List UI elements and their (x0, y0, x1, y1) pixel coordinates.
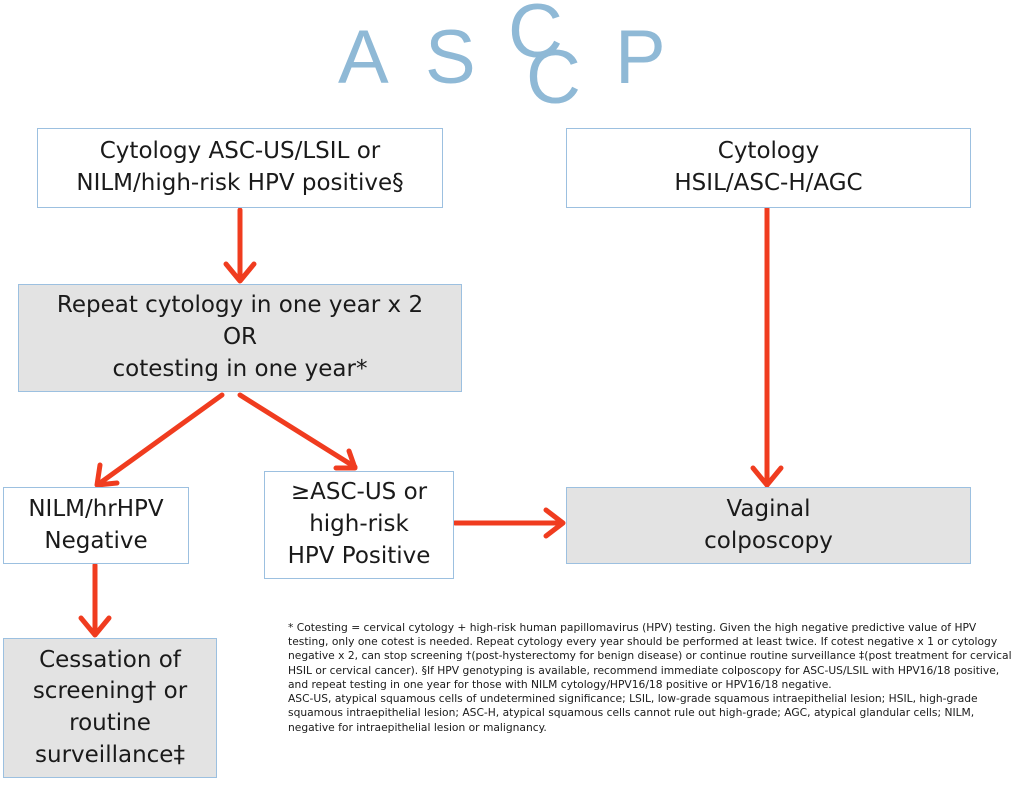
node-negative: NILM/hrHPV Negative (3, 487, 189, 564)
node-line: Cytology ASC-US/LSIL or (99, 138, 381, 165)
node-line: Cessation of (39, 646, 181, 673)
node-line: colposcopy (704, 527, 833, 554)
node-line: HSIL/ASC-H/AGC (674, 170, 863, 196)
node-cessation: Cessation of screening† or routine surve… (3, 638, 217, 778)
node-cytology-high-grade: Cytology HSIL/ASC-H/AGC (566, 128, 971, 208)
node-line: high-risk (309, 511, 409, 538)
node-line: surveillance‡ (35, 741, 185, 768)
footnote-definitions: * Cotesting = cervical cytology + high-r… (288, 621, 1012, 691)
node-line: Repeat cytology in one year x 2 (56, 292, 424, 319)
node-line: OR (222, 324, 258, 351)
arrow-repeat-to-negative (94, 392, 225, 488)
arrow-negative-to-cessation (78, 562, 112, 638)
logo-letter-s: S (425, 15, 476, 100)
logo-letter-p: P (615, 15, 666, 100)
node-line: HPV Positive (287, 542, 431, 569)
node-line: Cytology (717, 138, 820, 165)
arrow-start-to-repeat (223, 207, 257, 284)
node-vaginal-colposcopy: Vaginal colposcopy (566, 487, 971, 564)
arrow-repeat-to-positive (237, 392, 358, 471)
footnote: * Cotesting = cervical cytology + high-r… (288, 621, 1016, 735)
node-line: ≥ASC-US or (290, 479, 428, 506)
arrow-positive-to-colposcopy (452, 507, 566, 539)
node-line: NILM/high-risk HPV positive§ (76, 170, 404, 196)
node-line: screening† or (32, 678, 188, 705)
node-cytology-low-grade: Cytology ASC-US/LSIL or NILM/high-risk H… (37, 128, 443, 208)
node-line: routine (69, 710, 151, 736)
logo-letter-c1: C (508, 0, 563, 74)
node-line: Negative (44, 527, 148, 554)
node-positive: ≥ASC-US or high-risk HPV Positive (264, 471, 454, 579)
node-line: Vaginal (726, 495, 811, 522)
arrow-high-to-colposcopy (750, 205, 784, 488)
node-line: NILM/hrHPV (28, 495, 164, 522)
logo-letter-a: A (338, 15, 389, 100)
ascpp-logo: A S C C P (330, 0, 690, 120)
node-repeat-cytology: Repeat cytology in one year x 2 OR cotes… (18, 284, 462, 392)
node-line: cotesting in one year* (112, 355, 368, 382)
logo-letter-c2: C (526, 35, 581, 120)
footnote-abbreviations: ASC-US, atypical squamous cells of undet… (288, 692, 978, 734)
